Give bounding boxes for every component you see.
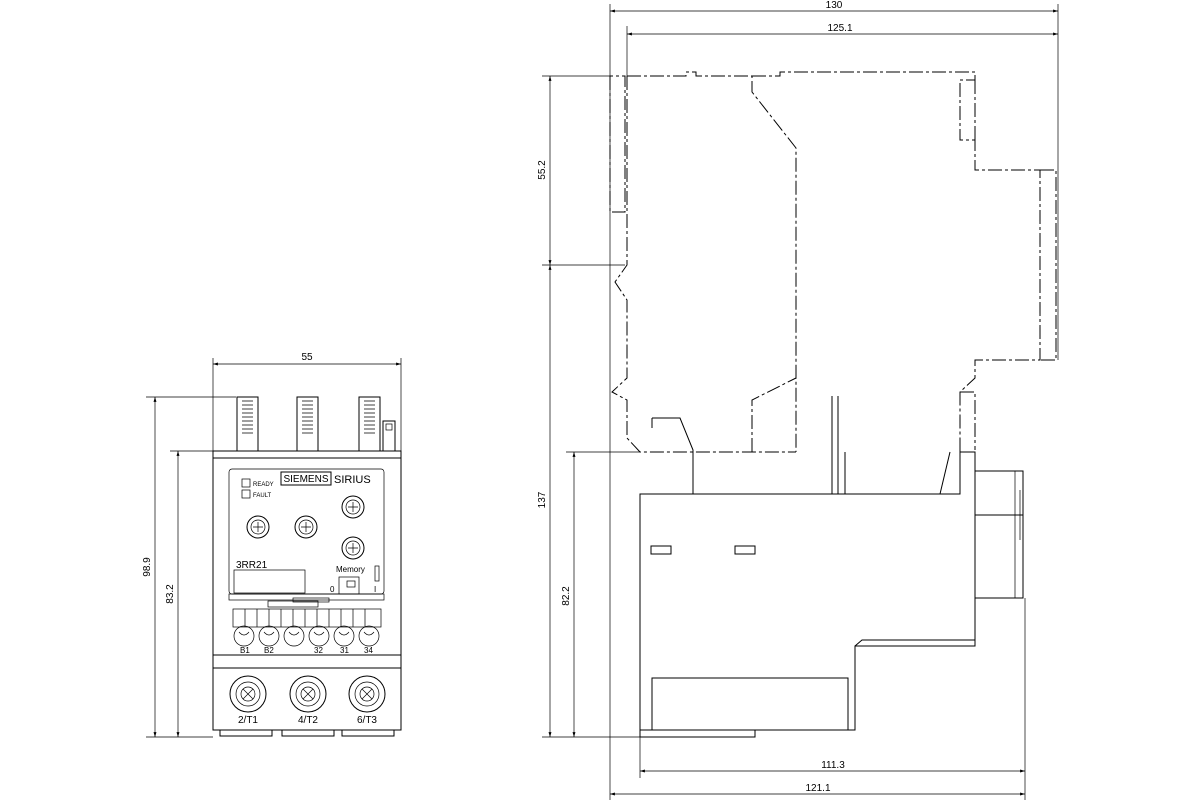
main-terminal-label: 6/T3 [357,715,377,726]
memory-value: 0 [330,585,335,594]
dim-label-width: 55 [301,352,313,363]
fault-led [241,489,251,499]
terminal-screw-icon [348,675,386,713]
relay-side-outline [639,396,1024,738]
ready-led-label: READY [253,482,274,488]
dimension-height-55-2: 55.2 [537,75,625,266]
memory-label: Memory [336,565,365,574]
aux-terminal-label: B1 [240,646,250,655]
model-label: 3RR21 [236,560,268,571]
aux-terminal-label: B2 [264,646,274,655]
dial-icon [294,515,318,539]
dim-label-top-width: 130 [826,0,843,11]
brand-logo: SIEMENS [280,471,332,486]
contact-blades [236,396,396,452]
test-button [292,597,330,603]
dim-label-total-height: 137 [537,491,548,508]
adjustment-dials [246,495,365,560]
dim-label-contactor-width: 125.1 [827,23,852,34]
aux-terminal-block: B1 B2 32 31 34 [232,608,382,655]
series-label: SIRIUS [334,474,371,486]
brand-text: SIEMENS [283,474,328,485]
terminal-screw-icon [289,675,327,713]
dimension-height-82-2: 82.2 [561,451,640,737]
dimension-height-83-2: 83.2 [165,450,213,737]
dial-icon [246,515,270,539]
dimension-width-55: 55 [212,352,402,452]
aux-screw-row [233,625,380,647]
dim-label-depth-inner: 111.3 [821,760,845,771]
dim-label-depth-outer: 121.1 [805,783,830,794]
dimension-height-98-9: 98.9 [142,396,236,738]
fault-led-label: FAULT [253,493,272,499]
front-view: 55 98.9 83.2 [142,352,402,738]
dimension-depth-121-1: 121.1 [609,212,1026,800]
dimension-width-130: 130 [609,0,1059,360]
side-slot-right [734,545,756,555]
aux-terminal-label: 32 [314,646,323,655]
dim-label-height-body: 83.2 [165,584,176,604]
memory-switch [338,576,360,595]
label-field [233,569,306,594]
status-leds: READY FAULT [241,478,274,499]
main-terminal-label: 2/T1 [238,715,258,726]
ready-led [241,478,251,488]
dimension-height-137: 137 [537,265,640,738]
aux-terminal-label: 34 [364,646,373,655]
side-slot-left [650,545,672,555]
dim-label-relay-height: 82.2 [561,586,572,606]
contactor-outline [609,71,1057,453]
aux-terminal-label: 31 [340,646,349,655]
dial-icon [341,536,365,560]
dimension-depth-111-3: 111.3 [639,598,1026,778]
terminal-screw-icon [229,675,267,713]
dim-label-height-total: 98.9 [142,557,153,577]
main-terminal-label: 4/T2 [298,715,318,726]
main-terminals: 2/T1 4/T2 6/T3 [229,675,386,726]
relay-body [212,450,402,737]
memory-indicator: I [374,585,376,594]
dimension-width-125-1: 125.1 [626,23,1058,76]
dim-label-upper-height: 55.2 [537,160,548,180]
dial-icon [341,495,365,519]
side-view: 130 125.1 55.2 137 82.2 [537,0,1059,800]
